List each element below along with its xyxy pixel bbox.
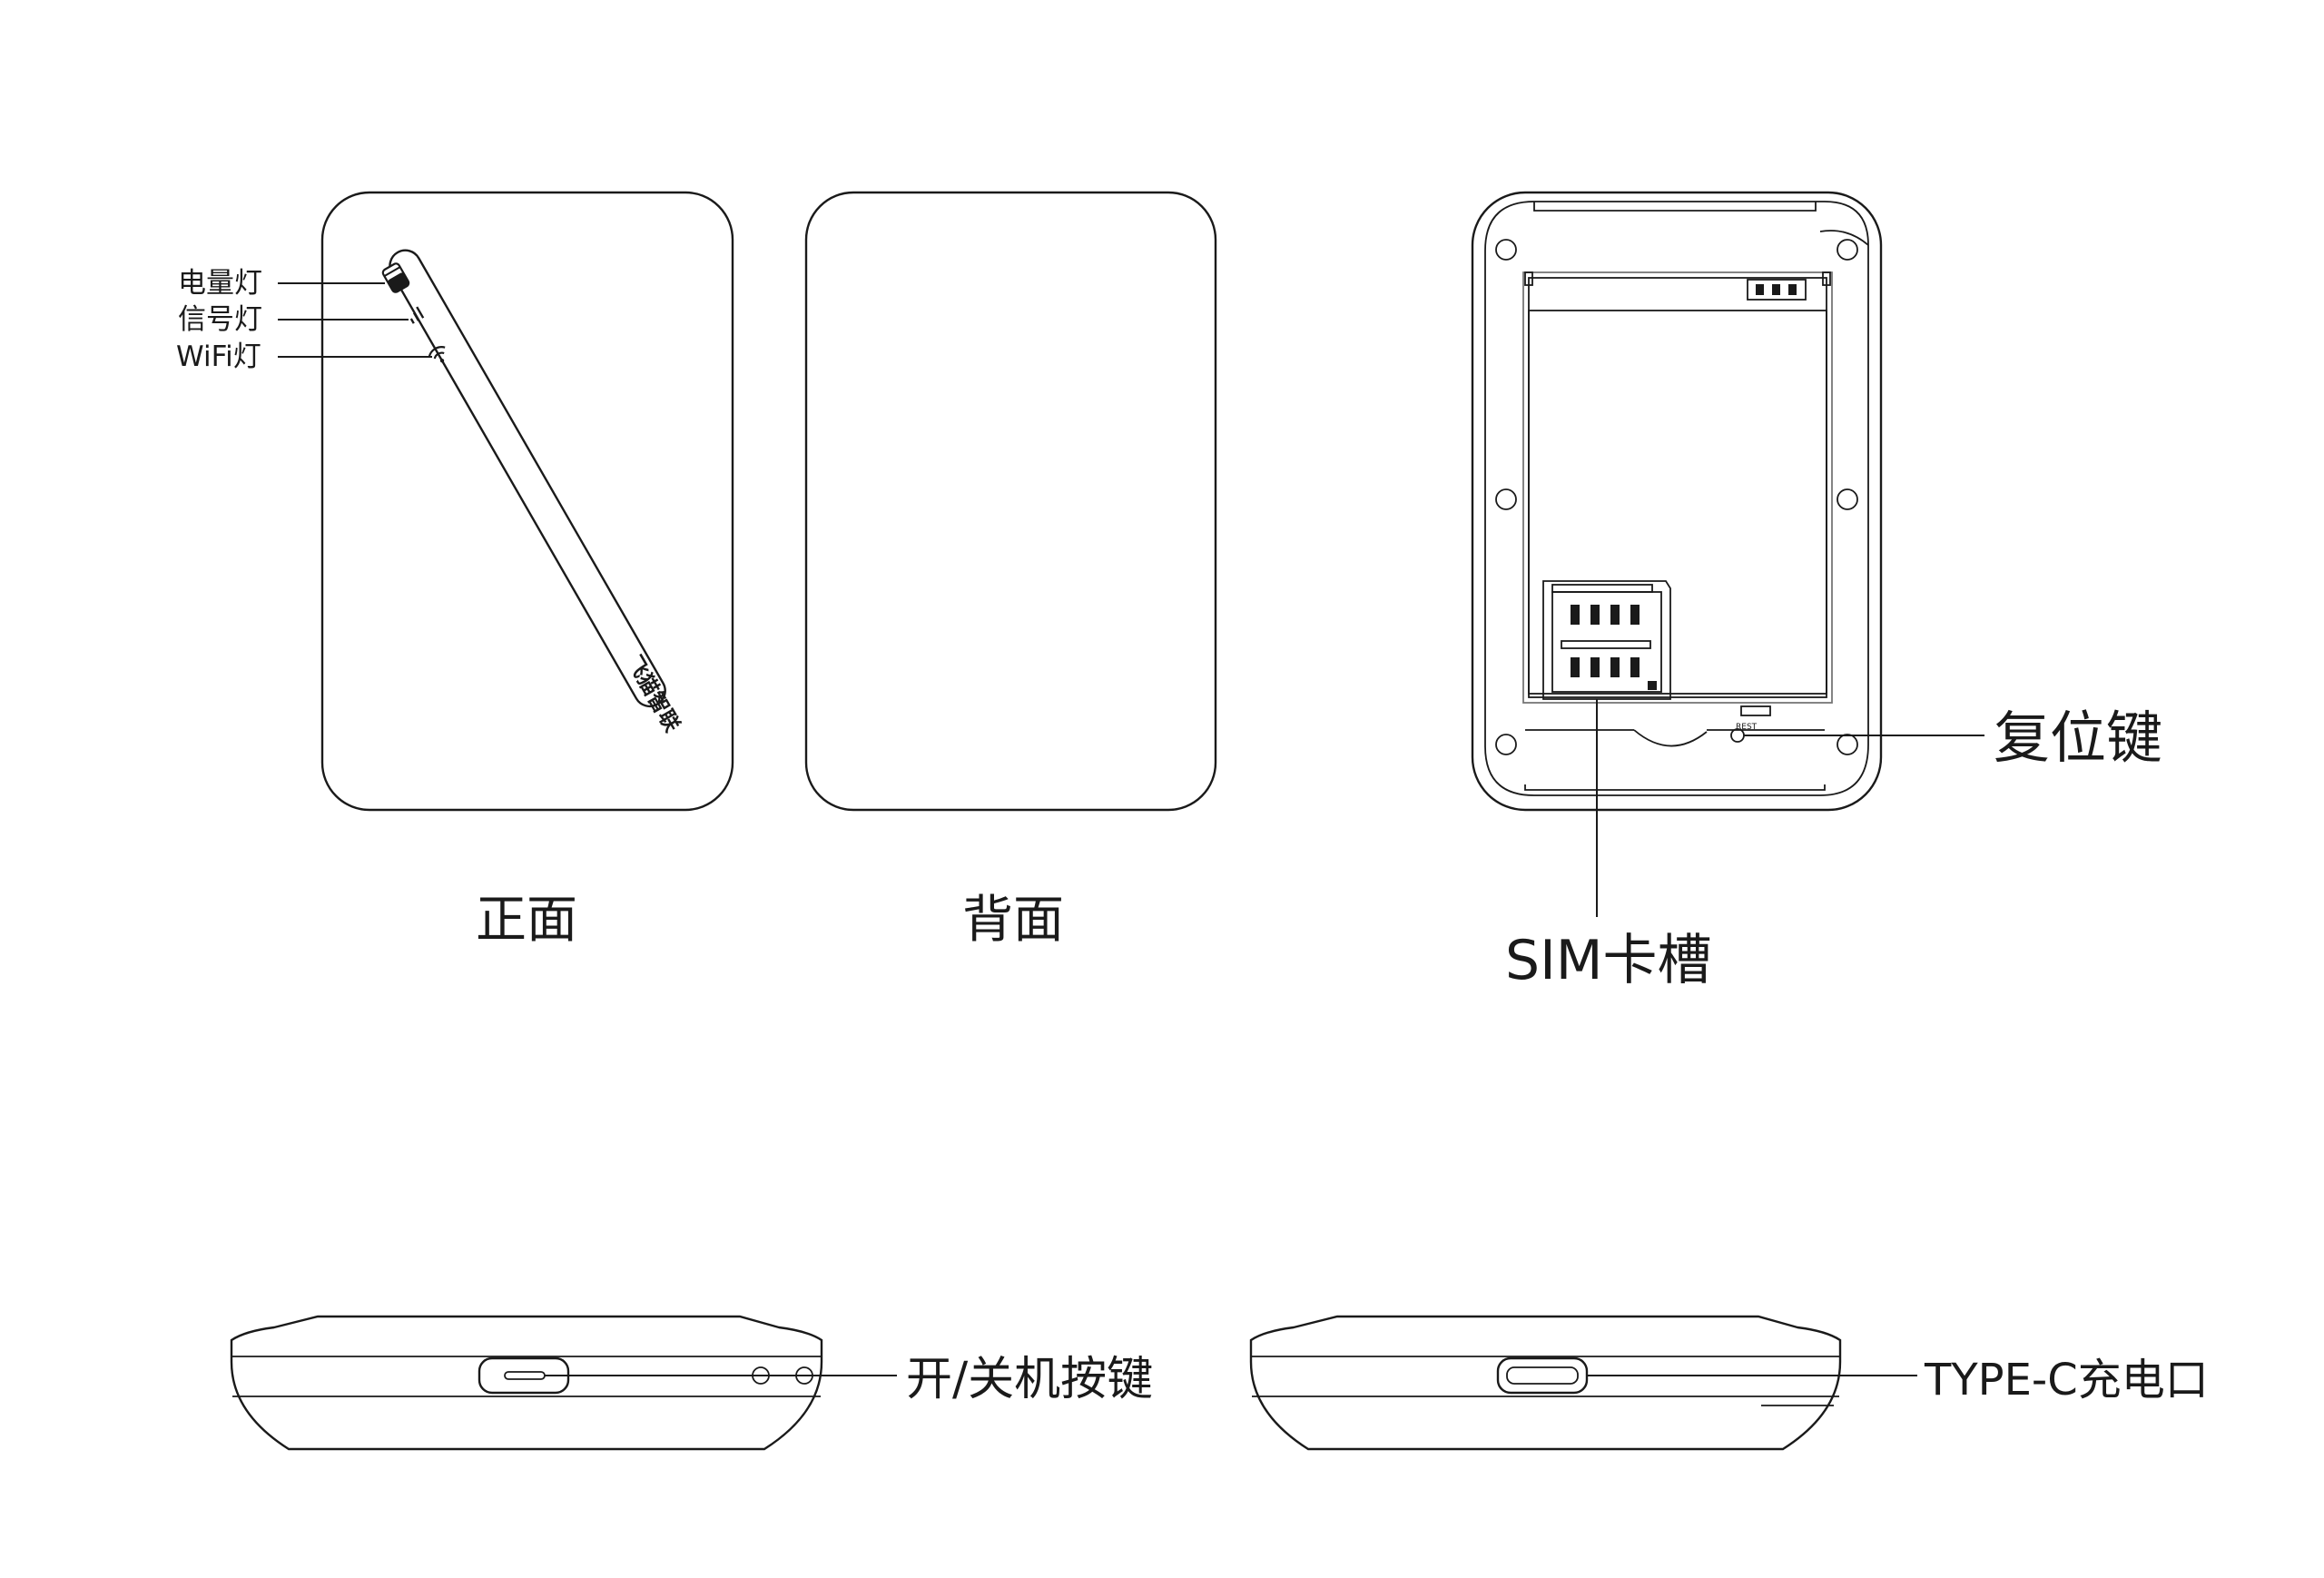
- top-rib: [1533, 202, 1817, 212]
- side-view-power: 开/关机按键: [230, 1315, 1153, 1451]
- battery-compartment: [1528, 277, 1827, 698]
- indicator-strip: [389, 249, 666, 708]
- bottom-rib: [1524, 784, 1826, 791]
- sim-card-slot: [1542, 580, 1671, 700]
- reset-tab: [1740, 705, 1771, 716]
- tab-right: [1822, 271, 1831, 286]
- side-body-outline-left: [230, 1315, 823, 1451]
- screw-hole-mid-left: [1495, 488, 1517, 510]
- label-area: [1528, 310, 1827, 695]
- screw-hole-bottom-left: [1495, 734, 1517, 755]
- front-view: 飞猫智联 电量灯 信号灯 WiFi灯 正面: [176, 191, 734, 950]
- typec-port-inner: [1506, 1366, 1579, 1385]
- back-device-outline: [804, 191, 1217, 812]
- reset-marking: REST: [1736, 723, 1758, 732]
- signal-light-icon: [409, 306, 425, 324]
- side-body-outline-right: [1249, 1315, 1842, 1451]
- back-caption: 背面: [962, 891, 1064, 950]
- top-right-notch: [1819, 230, 1869, 246]
- side-view-charge: TYPE-C充电口: [1249, 1315, 2209, 1451]
- power-button-inner: [504, 1371, 546, 1380]
- tab-left: [1524, 271, 1533, 286]
- battery-pull-arc: [1633, 729, 1708, 747]
- sim-slot-label: SIM卡槽: [1505, 929, 1712, 992]
- typec-port: [1496, 1356, 1589, 1395]
- reset-key-label: 复位键: [1994, 705, 2162, 771]
- screw-hole-top-right: [1837, 239, 1858, 261]
- battery-light-label: 电量灯: [178, 267, 262, 300]
- typec-port-label: TYPE-C充电口: [1924, 1355, 2209, 1405]
- inside-view: REST 复位键 SIM卡槽: [1471, 191, 2162, 992]
- back-view: 背面: [804, 191, 1217, 950]
- power-button-label: 开/关机按键: [906, 1353, 1153, 1406]
- front-device-outline: [320, 191, 734, 812]
- wifi-light-label: WiFi灯: [176, 340, 261, 373]
- front-caption: 正面: [476, 891, 577, 950]
- battery-connector: [1747, 279, 1807, 301]
- wifi-light-icon: [428, 346, 446, 363]
- inside-outer-shell: [1471, 191, 1883, 812]
- battery-compartment-inner: [1522, 271, 1833, 704]
- battery-light-icon: [381, 262, 410, 293]
- screw-hole-top-left: [1495, 239, 1517, 261]
- signal-light-label: 信号灯: [178, 303, 262, 336]
- screw-hole-bottom-right: [1837, 734, 1858, 755]
- inside-inner-frame: [1484, 201, 1869, 796]
- screw-hole-mid-right: [1837, 488, 1858, 510]
